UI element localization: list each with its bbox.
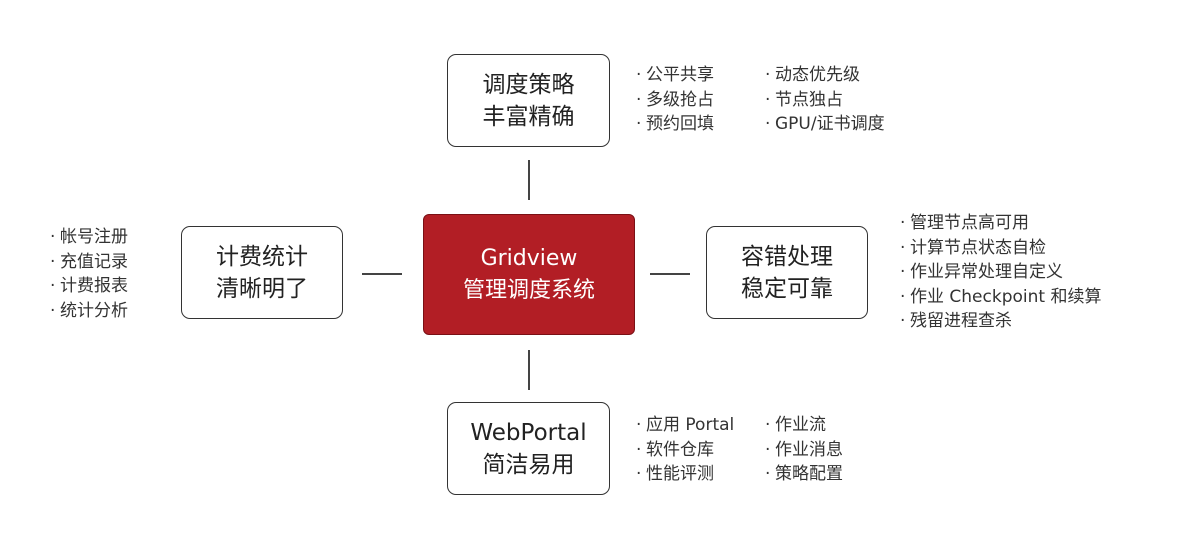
feature-item-label: 计算节点状态自检 (910, 237, 1046, 258)
feature-item-label: 预约回填 (646, 114, 714, 134)
bullet-icon: · (900, 262, 906, 282)
node-fault-tolerance-line1: 容错处理 (741, 243, 833, 270)
feature-item: ·应用 Portal (636, 413, 734, 438)
bullet-icon: · (636, 114, 642, 134)
connector-top (528, 160, 530, 200)
connector-bottom (528, 350, 530, 390)
feature-item: ·作业异常处理自定义 (900, 260, 1101, 285)
feature-item-label: 作业 Checkpoint 和续算 (910, 286, 1102, 307)
center-node-subtitle: 管理调度系统 (462, 277, 595, 303)
feature-item-label: 残留进程查杀 (910, 311, 1012, 331)
center-node-title: Gridview (480, 245, 578, 271)
node-fault-tolerance: 容错处理 稳定可靠 (706, 226, 868, 319)
feature-item: ·充值记录 (50, 250, 128, 275)
bullet-icon: · (900, 237, 906, 258)
node-webportal-line1: WebPortal (470, 419, 587, 446)
node-fault-tolerance-line2: 稳定可靠 (741, 275, 833, 302)
feature-item: ·残留进程查杀 (900, 309, 1101, 334)
node-billing-statistics-line2: 清晰明了 (216, 275, 308, 302)
bullet-icon: · (50, 276, 56, 296)
node-scheduling-policy: 调度策略 丰富精确 (447, 54, 610, 147)
center-node-gridview: Gridview 管理调度系统 (423, 214, 635, 335)
feature-item: ·性能评测 (636, 462, 734, 487)
feature-item-label: 节点独占 (775, 89, 843, 110)
feature-item-label: 策略配置 (775, 464, 843, 484)
feature-item: ·多级抢占 (636, 88, 714, 113)
node-scheduling-policy-line2: 丰富精确 (482, 103, 575, 130)
bullet-icon: · (765, 114, 771, 134)
connector-right (650, 273, 690, 275)
connector-left (362, 273, 402, 275)
feature-item: ·计费报表 (50, 274, 128, 299)
bullet-icon: · (636, 65, 642, 85)
node-billing-statistics-line1: 计费统计 (216, 243, 308, 270)
feature-item: ·作业 Checkpoint 和续算 (900, 285, 1101, 310)
bullet-icon: · (765, 439, 771, 460)
feature-item-label: 充值记录 (60, 251, 128, 272)
fault-tolerance-features: ·管理节点高可用 ·计算节点状态自检 ·作业异常处理自定义 ·作业 Checkp… (900, 211, 1101, 334)
feature-item: ·统计分析 (50, 299, 128, 324)
feature-item: ·软件仓库 (636, 438, 734, 463)
bullet-icon: · (636, 89, 642, 110)
feature-item: ·帐号注册 (50, 225, 128, 250)
webportal-features-col2: ·作业流 ·作业消息 ·策略配置 (765, 413, 843, 487)
feature-item: ·节点独占 (765, 88, 885, 113)
feature-item-label: 性能评测 (646, 464, 714, 484)
bullet-icon: · (50, 227, 56, 247)
billing-features: ·帐号注册 ·充值记录 ·计费报表 ·统计分析 (50, 225, 128, 323)
feature-item: ·管理节点高可用 (900, 211, 1101, 236)
feature-item-label: 作业异常处理自定义 (910, 262, 1063, 282)
bullet-icon: · (765, 464, 771, 484)
bullet-icon: · (50, 300, 56, 321)
scheduling-features-col2: ·动态优先级 ·节点独占 ·GPU/证书调度 (765, 63, 885, 137)
feature-item: ·计算节点状态自检 (900, 236, 1101, 261)
node-scheduling-policy-line1: 调度策略 (482, 71, 575, 98)
feature-item: ·作业消息 (765, 438, 843, 463)
feature-item-label: 动态优先级 (775, 65, 860, 85)
node-webportal: WebPortal 简洁易用 (447, 402, 610, 495)
bullet-icon: · (765, 89, 771, 110)
feature-item: ·作业流 (765, 413, 843, 438)
bullet-icon: · (765, 415, 771, 435)
feature-item-label: 公平共享 (646, 65, 714, 85)
bullet-icon: · (636, 464, 642, 484)
webportal-features-col1: ·应用 Portal ·软件仓库 ·性能评测 (636, 413, 734, 487)
bullet-icon: · (900, 213, 906, 233)
feature-item-label: 多级抢占 (646, 89, 714, 110)
bullet-icon: · (636, 439, 642, 460)
feature-item-label: 作业流 (775, 415, 826, 435)
bullet-icon: · (636, 415, 642, 435)
feature-item: ·策略配置 (765, 462, 843, 487)
feature-item-label: 帐号注册 (60, 227, 128, 247)
bullet-icon: · (765, 65, 771, 85)
bullet-icon: · (900, 286, 906, 307)
feature-item: ·GPU/证书调度 (765, 112, 885, 137)
feature-item-label: 管理节点高可用 (910, 213, 1029, 233)
feature-item-label: 统计分析 (60, 300, 128, 321)
feature-item-label: 应用 Portal (646, 415, 735, 435)
scheduling-features-col1: ·公平共享 ·多级抢占 ·预约回填 (636, 63, 714, 137)
bullet-icon: · (900, 311, 906, 331)
node-webportal-line2: 简洁易用 (482, 451, 575, 478)
feature-item: ·预约回填 (636, 112, 714, 137)
feature-item: ·公平共享 (636, 63, 714, 88)
feature-item: ·动态优先级 (765, 63, 885, 88)
feature-item-label: 作业消息 (775, 439, 843, 460)
feature-item-label: 软件仓库 (646, 439, 714, 460)
feature-item-label: 计费报表 (60, 276, 128, 296)
node-billing-statistics: 计费统计 清晰明了 (181, 226, 343, 319)
bullet-icon: · (50, 251, 56, 272)
feature-item-label: GPU/证书调度 (775, 114, 885, 134)
